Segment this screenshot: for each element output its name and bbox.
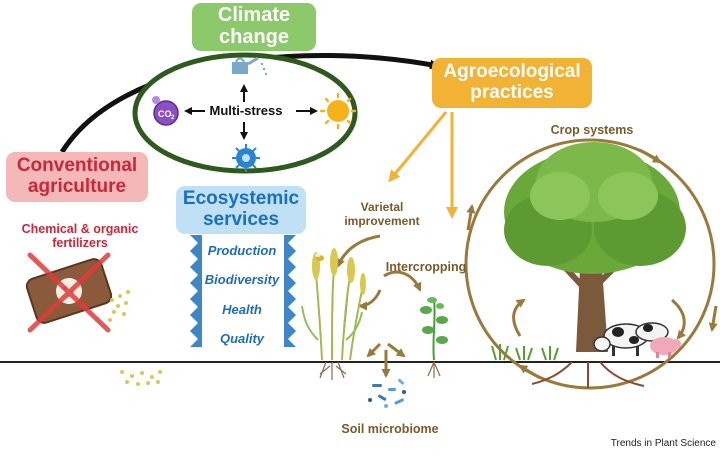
ecosystemic-line1: Ecosystemic (182, 188, 300, 210)
crop-systems-label: Crop systems (550, 123, 634, 137)
prohibition-cross (27, 252, 111, 333)
legume-plant-illustration (420, 297, 448, 378)
co2-text: CO (158, 109, 172, 119)
climate-change-line1: Climate (217, 4, 291, 27)
fertilizer-granules (108, 290, 162, 386)
varietal-arrows (336, 234, 422, 378)
fertilizers-line2: fertilizers (52, 236, 108, 251)
varietal-improvement-label: Varietal improvement (332, 200, 432, 229)
ecosystemic-line2: services (202, 209, 280, 230)
watering-can-icon (232, 56, 268, 76)
service-production: Production (207, 243, 277, 258)
microbiome-icon (368, 378, 406, 408)
climate-change-line2: change (218, 26, 290, 48)
co2-subscript: 2 (171, 115, 175, 121)
crop-cycle-arrows (466, 148, 718, 380)
wheat-plant-illustration (301, 248, 366, 380)
co2-icon: CO 2 (152, 96, 179, 126)
agroecological-line1: Agroecological (443, 61, 581, 83)
agroecological-practices-box: Agroecological practices (432, 58, 592, 108)
intercropping-label: Intercropping (385, 260, 467, 274)
service-health: Health (222, 302, 262, 317)
stress-arrows (184, 84, 318, 140)
conventional-line1: Conventional (16, 155, 138, 177)
ground-plants (491, 344, 559, 361)
tree-illustration (504, 142, 686, 388)
multi-stress-label: Multi-stress (209, 103, 283, 118)
agro-arrows (388, 111, 458, 219)
journal-credit: Trends in Plant Science (610, 438, 716, 449)
sun-icon (319, 92, 357, 130)
climate-change-box: Climate change (192, 3, 316, 51)
varietal-line2: improvement (344, 213, 420, 228)
bee-icon (315, 253, 324, 261)
pathogen-icon (232, 144, 260, 172)
conventional-line2: agriculture (27, 176, 127, 197)
ecosystemic-services-box: Ecosystemic services (176, 186, 306, 234)
service-chevrons (190, 235, 296, 347)
conventional-agriculture-box: Conventional agriculture (6, 152, 148, 202)
service-biodiversity: Biodiversity (204, 272, 280, 287)
fertilizers-label: Chemical & organic fertilizers (4, 222, 156, 251)
livestock-icon (593, 322, 681, 358)
varietal-line1: Varietal (360, 200, 404, 214)
service-quality: Quality (219, 331, 265, 346)
crop-system-cycle (464, 138, 716, 390)
fertilizers-line1: Chemical & organic (21, 222, 139, 236)
agroecological-line2: practices (470, 82, 554, 103)
soil-microbiome-label: Soil microbiome (341, 422, 439, 436)
